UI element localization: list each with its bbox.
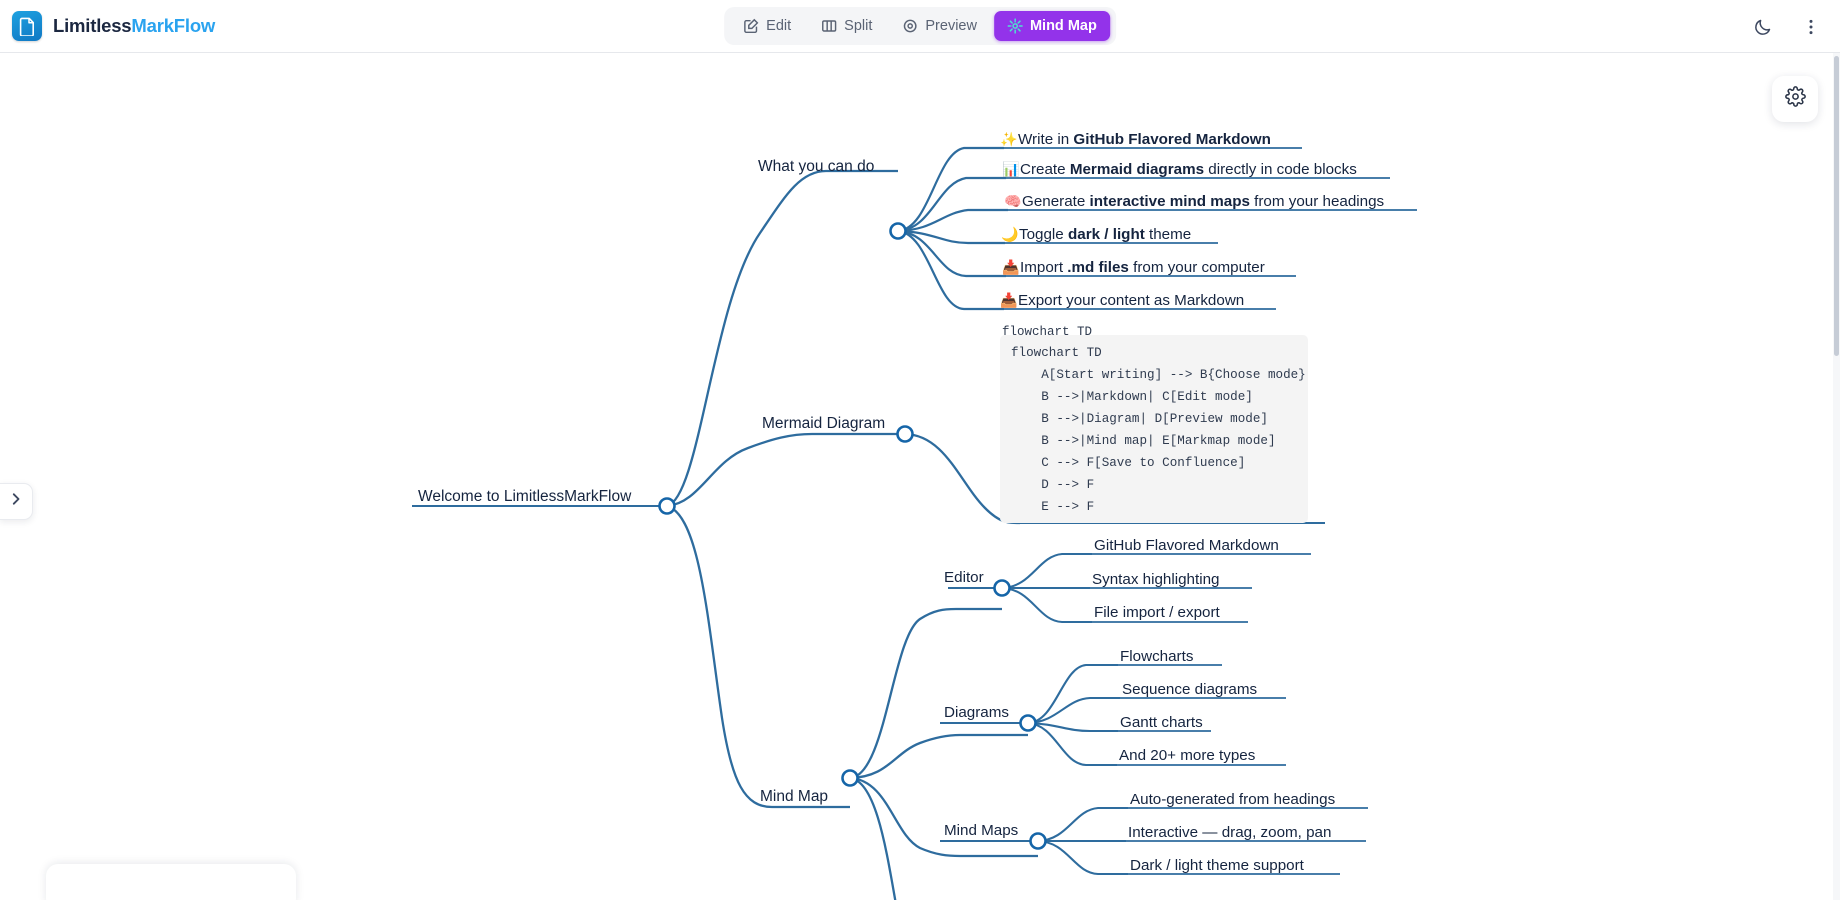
leaf-diagrams-sequence[interactable]: Sequence diagrams [1122, 681, 1257, 698]
page-scrollbar-track[interactable] [1833, 53, 1840, 900]
code-line-4: B -->|Diagram| D[Preview mode] [1011, 412, 1268, 426]
tab-preview-label: Preview [925, 18, 977, 34]
mindmap-links [412, 169, 905, 809]
leaf-diagrams-gantt[interactable]: Gantt charts [1120, 714, 1203, 731]
tab-mind-map[interactable]: Mind Map [993, 11, 1110, 41]
inbox-tray-icon: 📥 [1002, 259, 1019, 276]
code-line-1: flowchart TD [1011, 346, 1102, 360]
app-header: LimitlessMarkFlow Edit Split [0, 0, 1840, 53]
link-root-to-mermaid-diagram [666, 432, 905, 508]
app-title: LimitlessMarkFlow [53, 15, 215, 37]
label-editor[interactable]: Editor [944, 569, 984, 586]
what-you-can-do-leaves: ✨ Write in GitHub Flavored Markdown 📊 Cr… [1000, 131, 1385, 309]
mindmap-nodes [658, 222, 1047, 850]
links-editor [1001, 552, 1311, 624]
leaf-toggle-theme[interactable]: Toggle dark / light theme [1019, 226, 1191, 243]
label-what-you-can-do[interactable]: What you can do [758, 158, 874, 175]
page-scrollbar-thumb[interactable] [1834, 56, 1839, 356]
code-line-3: B -->|Markdown| C[Edit mode] [1011, 390, 1253, 404]
leaf-diagrams-flowcharts[interactable]: Flowcharts [1120, 648, 1194, 665]
label-mind-maps[interactable]: Mind Maps [944, 822, 1019, 839]
bar-chart-icon: 📊 [1002, 161, 1019, 178]
links-mind-map [849, 587, 1038, 900]
tab-mind-map-label: Mind Map [1029, 18, 1097, 34]
leaf-write-gfm[interactable]: Write in GitHub Flavored Markdown [1018, 131, 1271, 148]
crescent-moon-icon: 🌙 [1001, 226, 1018, 243]
tab-preview[interactable]: Preview [889, 11, 990, 41]
tab-edit-label: Edit [766, 18, 792, 34]
label-mind-map[interactable]: Mind Map [760, 788, 828, 805]
brand: LimitlessMarkFlow [0, 11, 215, 41]
header-actions [1750, 0, 1824, 53]
code-line-6: C --> F[Save to Confluence] [1011, 456, 1245, 470]
inbox-tray-icon: 📥 [1000, 292, 1017, 309]
leaf-mindmaps-interactive[interactable]: Interactive — drag, zoom, pan [1128, 824, 1331, 841]
node-what-you-can-do[interactable] [889, 222, 907, 240]
node-diagrams[interactable] [1019, 714, 1037, 732]
leaf-mindmaps-theme[interactable]: Dark / light theme support [1130, 857, 1305, 874]
tab-split-label: Split [844, 18, 873, 34]
leaf-create-mermaid[interactable]: Create Mermaid diagrams directly in code… [1020, 161, 1357, 178]
node-mermaid-diagram[interactable] [896, 425, 914, 443]
node-mind-map[interactable] [841, 769, 859, 787]
label-mermaid-diagram[interactable]: Mermaid Diagram [762, 415, 885, 432]
leaf-mindmaps-auto[interactable]: Auto-generated from headings [1130, 791, 1336, 808]
code-line-8: E --> F [1011, 500, 1094, 514]
label-diagrams[interactable]: Diagrams [944, 704, 1009, 721]
leaf-diagrams-more[interactable]: And 20+ more types [1119, 747, 1256, 764]
brain-icon: 🧠 [1004, 193, 1021, 209]
leaf-import-md[interactable]: Import .md files from your computer [1020, 259, 1265, 276]
sidebar-toggle-button[interactable] [0, 483, 33, 520]
code-line-0: flowchart TD [1002, 325, 1092, 339]
code-line-2: A[Start writing] --> B{Choose mode} [1011, 368, 1306, 382]
links-mind-maps [1037, 806, 1368, 876]
leaf-editor-syntax[interactable]: Syntax highlighting [1092, 571, 1220, 588]
leaf-generate-mindmaps[interactable]: Generate interactive mind maps from your… [1022, 193, 1385, 210]
view-mode-switcher: Edit Split Preview [724, 7, 1116, 45]
sparkle-burst-icon [1007, 18, 1023, 34]
brand-secondary: MarkFlow [131, 15, 216, 36]
mermaid-code-text: flowchart TD A[Start writing] --> B{Choo… [1011, 346, 1306, 514]
eye-icon [902, 18, 918, 34]
node-editor[interactable] [993, 579, 1011, 597]
settings-button[interactable] [1772, 76, 1818, 122]
mermaid-code-block: flowchart TD [1000, 325, 1308, 523]
leaf-export-md[interactable]: Export your content as Markdown [1018, 292, 1244, 309]
leaf-editor-gfm[interactable]: GitHub Flavored Markdown [1094, 537, 1279, 554]
code-line-7: D --> F [1011, 478, 1094, 492]
sparkles-icon: ✨ [1000, 131, 1017, 147]
node-root[interactable] [658, 497, 676, 515]
moon-icon[interactable] [1750, 14, 1776, 40]
vertical-dots-icon[interactable] [1798, 14, 1824, 40]
leaf-editor-import-export[interactable]: File import / export [1094, 604, 1221, 621]
mindmap-svg[interactable]: flowchart TD flowchart TD A[Start writin… [0, 53, 1840, 900]
mindmap-canvas[interactable]: flowchart TD flowchart TD A[Start writin… [0, 53, 1840, 900]
gear-icon [1784, 86, 1806, 112]
tab-split[interactable]: Split [808, 11, 885, 41]
node-mind-maps[interactable] [1029, 832, 1047, 850]
link-root-to-what-you-can-do [666, 169, 898, 508]
brand-primary: Limitless [53, 15, 132, 36]
code-line-5: B -->|Mind map| E[Markmap mode] [1011, 434, 1276, 448]
link-root-to-mind-map [666, 504, 850, 809]
columns-icon [821, 18, 837, 34]
links-diagrams [1027, 663, 1286, 767]
tab-edit[interactable]: Edit [730, 11, 804, 41]
links-what-you-can-do [897, 146, 1417, 311]
document-icon [12, 11, 42, 41]
bottom-floating-card [46, 864, 296, 900]
label-root[interactable]: Welcome to LimitlessMarkFlow [418, 488, 632, 505]
chevron-right-icon [9, 492, 23, 511]
pencil-square-icon [743, 18, 759, 34]
